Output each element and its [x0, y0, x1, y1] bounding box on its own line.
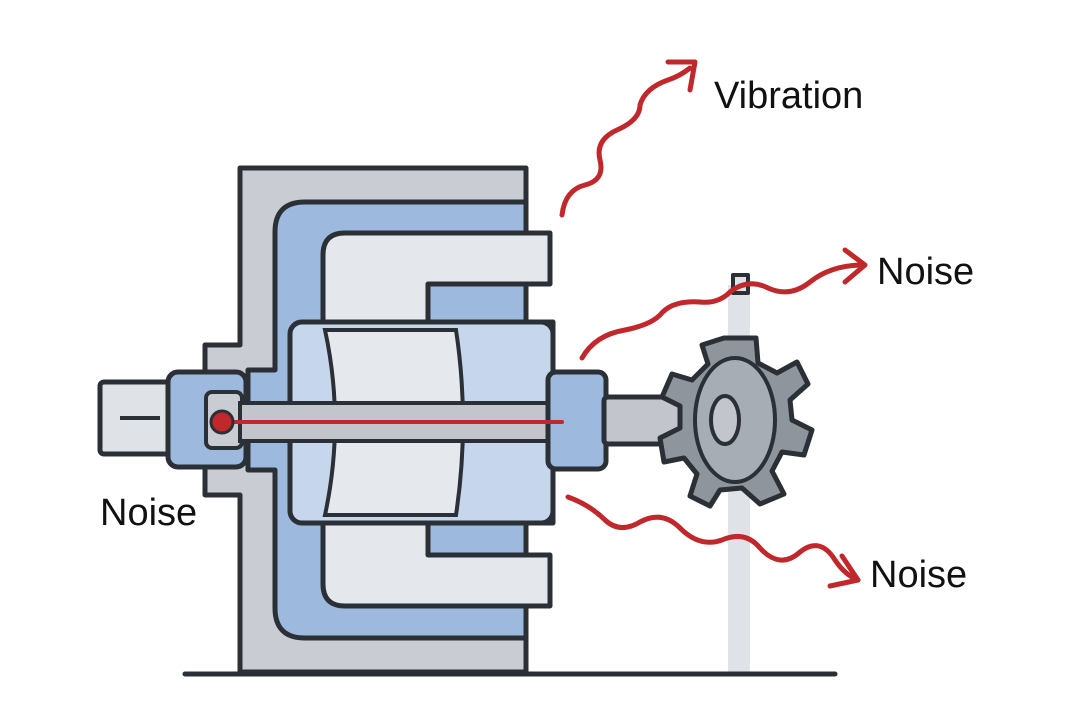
noise-top-wave	[579, 262, 863, 361]
label-noise-top: Noise	[877, 251, 974, 293]
label-noise-bottom: Noise	[870, 554, 967, 596]
label-noise-left: Noise	[100, 492, 197, 534]
arrow-icon	[842, 247, 868, 285]
arrow-icon	[665, 59, 698, 93]
label-vibration: Vibration	[714, 75, 863, 117]
noise-bottom-wave	[565, 494, 861, 583]
arrow-icon	[827, 553, 861, 589]
vibration-wave	[559, 65, 693, 218]
axis-dot	[209, 409, 235, 435]
